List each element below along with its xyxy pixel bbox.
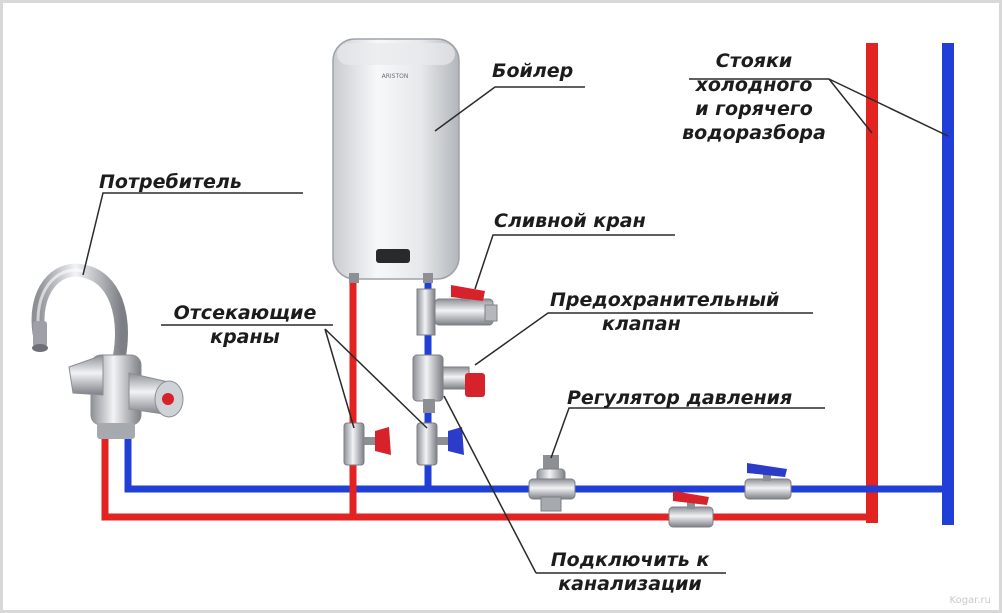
ball-valve-hot-line bbox=[668, 491, 714, 528]
label-sewer-line1: Подключить к bbox=[550, 549, 710, 571]
boiler-brand: ARISTON bbox=[382, 73, 409, 80]
shutoff-valve-cold bbox=[416, 422, 464, 466]
label-shutoff-line2: краны bbox=[210, 326, 280, 348]
label-risers-line2: холодного bbox=[695, 74, 813, 96]
label-safety-valve: Предохранительный клапан bbox=[550, 288, 779, 336]
ball-valve-cold-line bbox=[744, 463, 792, 500]
label-risers-line3: и горячего bbox=[695, 98, 813, 120]
safety-valve bbox=[412, 354, 485, 413]
label-pressure-regulator: Регулятор давления bbox=[567, 387, 793, 409]
label-shutoff-valves: Отсекающие краны bbox=[155, 301, 335, 349]
leader-lines bbox=[82, 78, 949, 574]
shutoff-valve-hot bbox=[343, 422, 391, 466]
label-risers: Стояки холодного и горячего водоразбора bbox=[679, 49, 829, 145]
leader-shutoff-hot bbox=[324, 328, 355, 429]
label-drain-valve: Сливной кран bbox=[494, 210, 646, 232]
drain-valve bbox=[416, 285, 498, 336]
pressure-regulator bbox=[528, 455, 576, 512]
leader-consumer bbox=[82, 192, 303, 276]
leader-sewer-line bbox=[443, 395, 537, 574]
plumbing-scheme: ARISTON bbox=[31, 38, 954, 574]
cold-main-pipe bbox=[124, 439, 948, 493]
leader-shutoff-cold bbox=[324, 328, 428, 429]
label-shutoff-line1: Отсекающие bbox=[173, 302, 317, 324]
leader-risers-cold bbox=[828, 78, 949, 137]
label-sewer: Подключить к канализации bbox=[531, 548, 729, 596]
boiler-display bbox=[376, 249, 410, 263]
faucet bbox=[31, 263, 184, 439]
label-risers-line4: водоразбора bbox=[682, 122, 826, 144]
leader-boiler bbox=[434, 86, 585, 132]
label-safety-valve-line2: клапан bbox=[602, 313, 681, 335]
leader-regulator bbox=[550, 407, 825, 459]
label-safety-valve-line1: Предохранительный bbox=[550, 289, 780, 311]
leader-drain bbox=[474, 234, 675, 290]
label-sewer-line2: канализации bbox=[558, 573, 702, 595]
boiler-tank: ARISTON bbox=[332, 38, 460, 283]
label-risers-line1: Стояки bbox=[715, 50, 793, 72]
faucet-hot-handle-dot bbox=[162, 393, 174, 405]
leader-safety bbox=[474, 312, 813, 366]
watermark: Kogar.ru bbox=[949, 595, 991, 606]
hot-main-pipe bbox=[101, 439, 872, 521]
label-consumer: Потребитель bbox=[99, 171, 242, 193]
label-boiler: Бойлер bbox=[492, 60, 574, 82]
